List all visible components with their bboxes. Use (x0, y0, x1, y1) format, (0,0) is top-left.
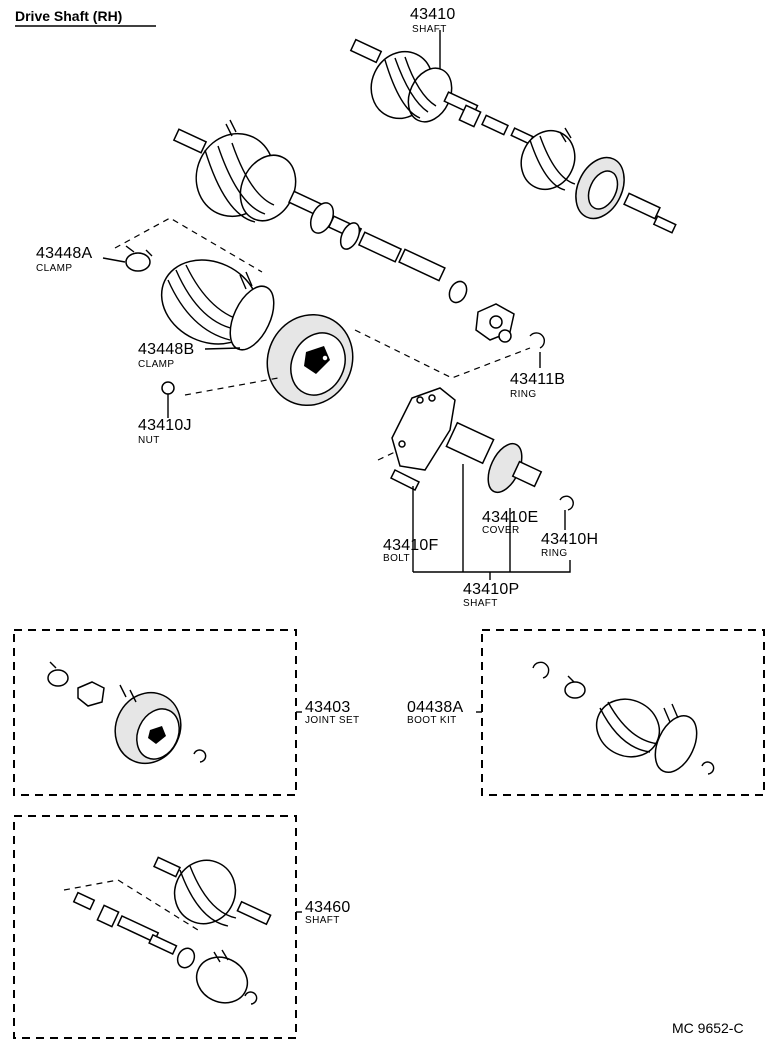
part-number: 43403 (305, 699, 351, 716)
part-number: 43460 (305, 899, 351, 916)
part-name: RING (541, 548, 568, 559)
part-name: NUT (138, 435, 160, 446)
clamp-a-shape (125, 252, 151, 272)
boot-kit-box (476, 629, 765, 796)
part-number: 43411B (510, 371, 566, 388)
part-name: SHAFT (463, 598, 498, 609)
outer-joint-exploded (102, 217, 354, 418)
part-name: SHAFT (412, 24, 447, 35)
part-name: BOLT (383, 553, 410, 564)
part-number: 43410F (383, 537, 439, 554)
part-number: 43410J (138, 417, 192, 434)
part-name: SHAFT (305, 915, 340, 926)
inner-joint-exploded (354, 303, 574, 580)
diagram-title: Drive Shaft (RH) (15, 8, 123, 24)
middle-shaft-assembly (172, 119, 468, 304)
part-number: 43410 (410, 6, 456, 23)
shaft-box (13, 815, 302, 1039)
part-name: JOINT SET (305, 715, 360, 726)
part-name: CLAMP (36, 263, 73, 274)
part-number: 43410E (482, 509, 539, 526)
joint-set-box (13, 629, 302, 796)
part-number: 04438A (407, 699, 464, 716)
part-number: 43410P (463, 581, 520, 598)
part-number: 43448B (138, 341, 195, 358)
part-name: BOOT KIT (407, 715, 457, 726)
part-name: CLAMP (138, 359, 175, 370)
upper-shaft-assembly (349, 30, 677, 234)
diagram-code: MC 9652-C (672, 1020, 744, 1036)
part-number: 43448A (36, 245, 93, 262)
part-number: 43410H (541, 531, 599, 548)
part-name: RING (510, 389, 537, 400)
part-name: COVER (482, 525, 520, 536)
